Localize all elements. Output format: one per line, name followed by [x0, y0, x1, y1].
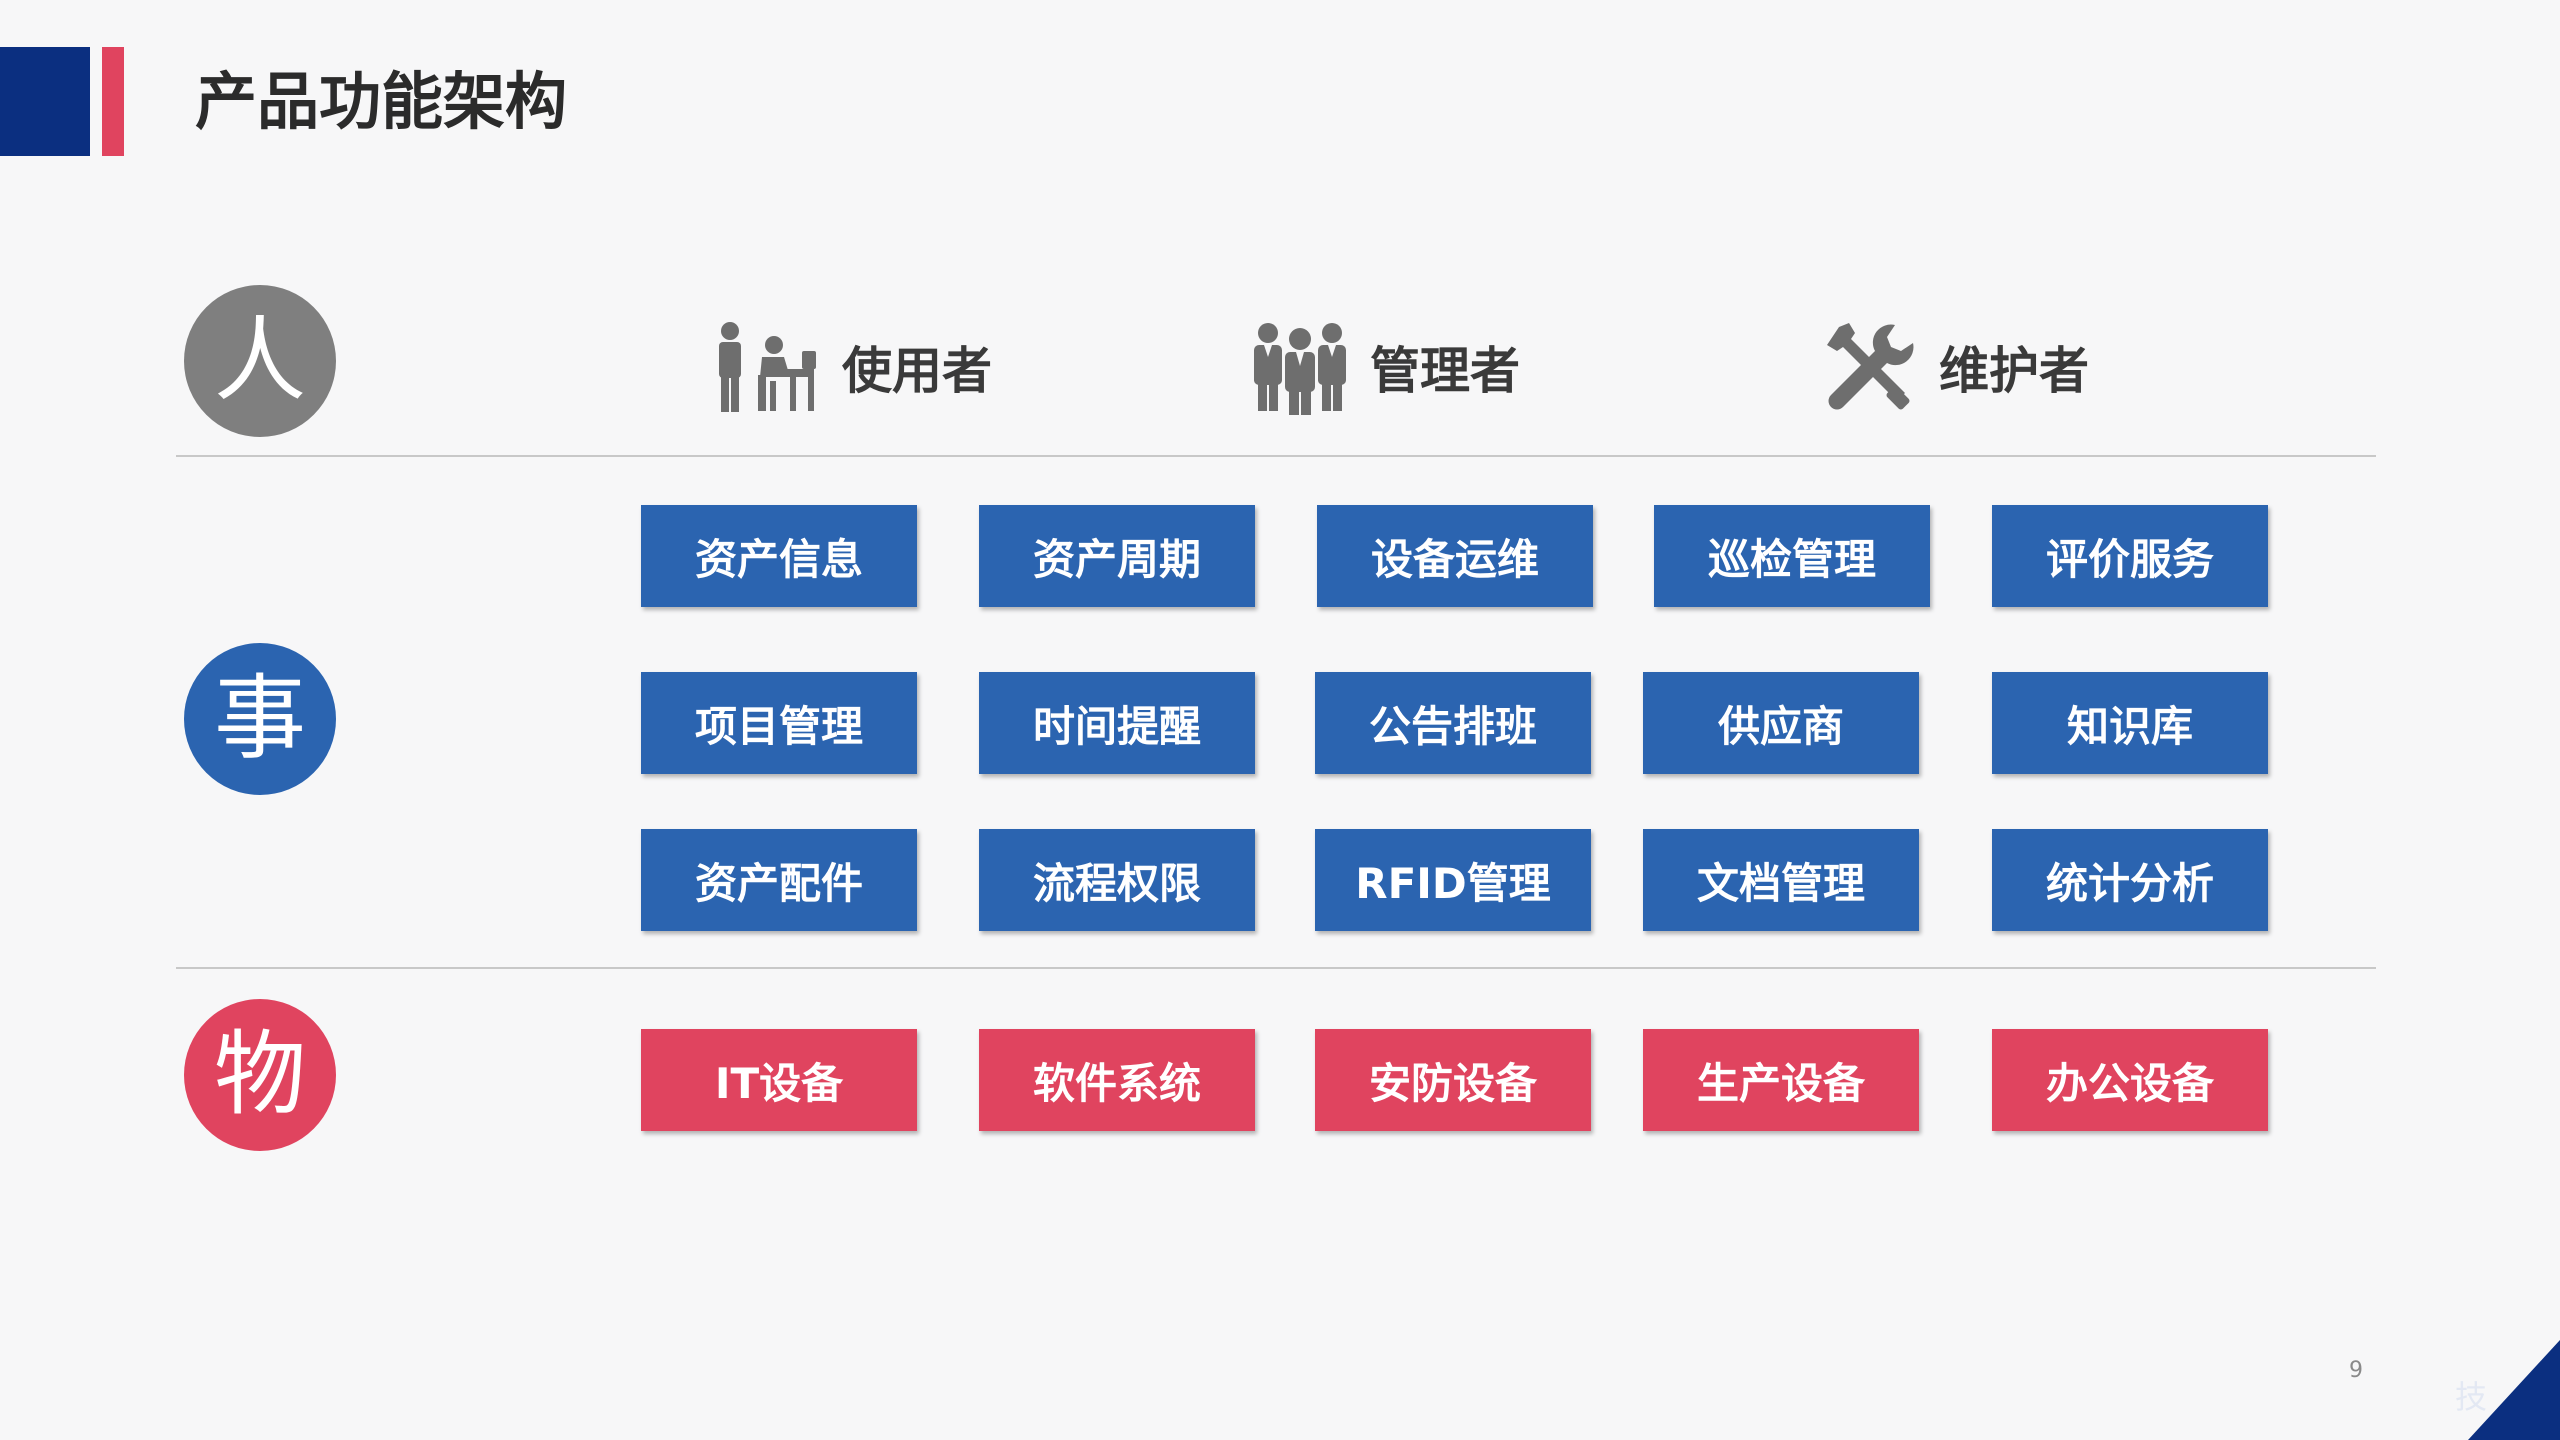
module-project-mgmt[interactable]: 项目管理: [641, 672, 917, 774]
role-maintainer: 维护者: [1825, 312, 2089, 422]
role-manager: 管理者: [1252, 312, 1520, 422]
page-title: 产品功能架构: [195, 65, 568, 138]
title-accent-blue-bar: [0, 47, 90, 156]
row-circle-thing: 事: [184, 643, 336, 795]
row-circle-person: 人: [184, 285, 336, 437]
module-supplier[interactable]: 供应商: [1643, 672, 1919, 774]
module-rfid[interactable]: RFID管理: [1315, 829, 1591, 931]
module-evaluation[interactable]: 评价服务: [1992, 505, 2268, 607]
module-inspection[interactable]: 巡检管理: [1654, 505, 1930, 607]
module-statistics[interactable]: 统计分析: [1992, 829, 2268, 931]
wrench-screwdriver-icon: [1825, 321, 1917, 413]
module-asset-lifecycle[interactable]: 资产周期: [979, 505, 1255, 607]
module-knowledge-base[interactable]: 知识库: [1992, 672, 2268, 774]
title-accent-red-bar: [102, 47, 124, 156]
module-time-reminder[interactable]: 时间提醒: [979, 672, 1255, 774]
module-documents[interactable]: 文档管理: [1643, 829, 1919, 931]
user-at-desk-icon: [712, 321, 820, 413]
role-label: 使用者: [842, 342, 992, 400]
module-asset-info[interactable]: 资产信息: [641, 505, 917, 607]
role-label: 维护者: [1939, 342, 2089, 400]
device-office[interactable]: 办公设备: [1992, 1029, 2268, 1131]
module-notice-schedule[interactable]: 公告排班: [1315, 672, 1591, 774]
page-number: 9: [2349, 1358, 2363, 1383]
corner-watermark: 技: [2455, 1378, 2488, 1416]
module-asset-parts[interactable]: 资产配件: [641, 829, 917, 931]
corner-decoration: [2468, 1340, 2560, 1440]
device-production[interactable]: 生产设备: [1643, 1029, 1919, 1131]
separator-line: [176, 455, 2376, 457]
role-user: 使用者: [712, 312, 992, 422]
device-it[interactable]: IT设备: [641, 1029, 917, 1131]
device-security[interactable]: 安防设备: [1315, 1029, 1591, 1131]
module-workflow-permission[interactable]: 流程权限: [979, 829, 1255, 931]
device-software[interactable]: 软件系统: [979, 1029, 1255, 1131]
role-label: 管理者: [1370, 342, 1520, 400]
team-group-icon: [1252, 319, 1348, 415]
module-equipment-ops[interactable]: 设备运维: [1317, 505, 1593, 607]
separator-line: [176, 967, 2376, 969]
row-circle-object: 物: [184, 999, 336, 1151]
